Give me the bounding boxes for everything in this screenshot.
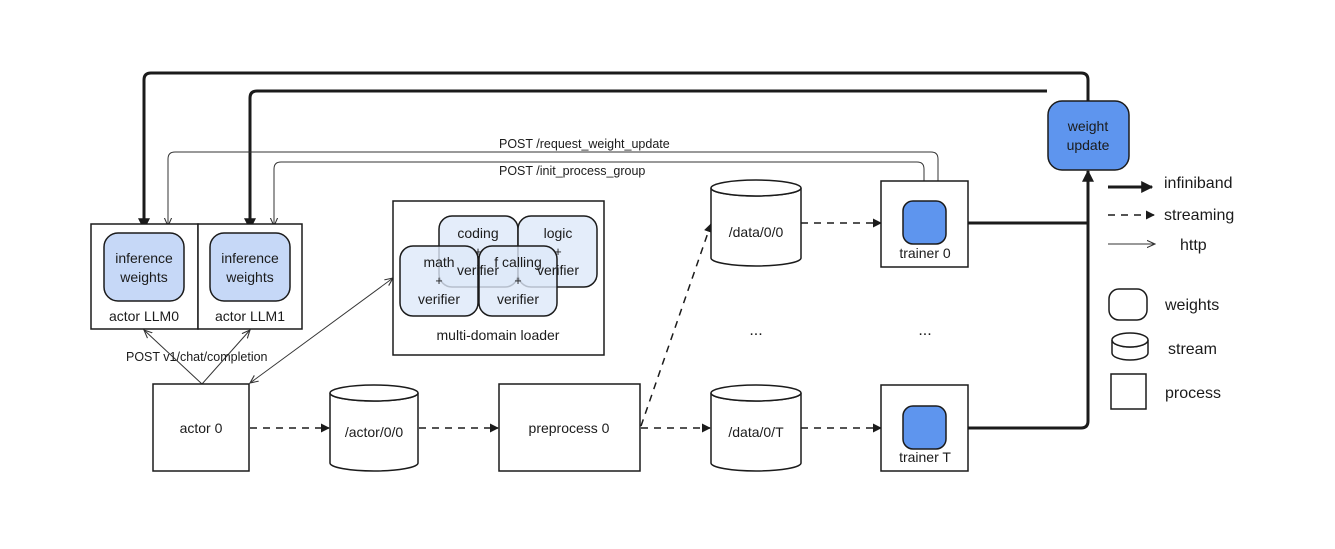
weight-update-node: weight update — [1047, 100, 1130, 171]
data-stream-0-node: /data/0/0 — [710, 179, 802, 267]
legend-infiniband-label: infiniband — [1164, 175, 1233, 192]
legend: infiniband streaming http weights stream… — [1108, 175, 1234, 410]
legend-http-label: http — [1180, 237, 1207, 254]
verifier-coding-line1: coding — [457, 225, 498, 241]
trainer-t-label: trainer T — [899, 449, 951, 465]
legend-process-shape — [1110, 373, 1147, 410]
infiniband-edge-trainer-t — [946, 169, 1094, 430]
http-edge-actor-loader — [250, 278, 393, 383]
actor-llm0-weights-line1: inference — [115, 250, 173, 266]
legend-weights-label: weights — [1164, 297, 1219, 314]
trainer-t-weights — [902, 405, 947, 450]
data-stream-0-label: /data/0/0 — [729, 224, 784, 240]
trainer0-weights — [902, 200, 947, 245]
ellipsis-trainers: ... — [918, 322, 931, 339]
actor0-label: actor 0 — [180, 420, 223, 436]
verifier-f-calling-line3: verifier — [497, 291, 539, 307]
edge-label-chat-completion: POST v1/chat/completion — [126, 350, 268, 364]
actor-llm1-weights-line2: weights — [225, 269, 273, 285]
multi-domain-loader-label: multi-domain loader — [437, 327, 560, 343]
preprocess0-label: preprocess 0 — [529, 420, 610, 436]
verifier-math-line2: + — [435, 274, 442, 288]
actor0-node: actor 0 — [152, 383, 250, 472]
infiniband-edge-to-llm1 — [244, 89, 1047, 231]
actor-llm1-weights-line1: inference — [221, 250, 279, 266]
data-stream-t-label: /data/0/T — [728, 424, 784, 440]
actor-llm1-weights — [209, 232, 291, 302]
actor-stream-node: /actor/0/0 — [329, 384, 419, 472]
legend-weights-shape — [1108, 288, 1148, 321]
stream-edge-preprocess-to-data0 — [640, 223, 713, 427]
actor-stream-label: /actor/0/0 — [345, 424, 404, 440]
edge-label-init-process-group: POST /init_process_group — [499, 164, 645, 178]
edge-label-request-weight-update: POST /request_weight_update — [499, 137, 670, 151]
weight-update-line1: weight — [1067, 118, 1109, 134]
http-edge-to-llm0 — [144, 330, 203, 385]
data-stream-t-node: /data/0/T — [710, 384, 802, 472]
trainer0-node: trainer 0 — [880, 180, 969, 268]
preprocess0-node: preprocess 0 — [498, 383, 641, 472]
weight-update-line2: update — [1067, 137, 1110, 153]
ellipsis-streams: ... — [749, 322, 762, 339]
legend-process-label: process — [1165, 385, 1221, 402]
verifier-math — [399, 245, 479, 317]
legend-streaming-label: streaming — [1164, 207, 1234, 224]
actor-llm0-node: inference weights actor LLM0 — [90, 223, 199, 330]
infiniband-edge-to-llm0 — [138, 71, 1090, 231]
actor-llm0-weights — [103, 232, 185, 302]
http-edge-request-weight-update — [168, 151, 939, 226]
trainer-t-node: trainer T — [880, 384, 969, 472]
verifier-logic-line3: verifier — [537, 262, 579, 278]
verifier-math-line1: math — [423, 254, 454, 270]
verifier-coding-line3: verifier — [457, 262, 499, 278]
verifier-logic-line1: logic — [544, 225, 573, 241]
verifier-coding-line2: + — [474, 245, 481, 259]
http-edge-init-process-group — [274, 161, 925, 226]
trainer0-label: trainer 0 — [899, 245, 951, 261]
verifier-f-calling-line2: + — [514, 274, 521, 288]
actor-llm0-weights-line2: weights — [119, 269, 167, 285]
actor-llm1-label: actor LLM1 — [215, 308, 285, 324]
actor-llm1-node: inference weights actor LLM1 — [197, 223, 303, 330]
multi-domain-loader: coding + verifier logic + verifier math … — [392, 200, 605, 356]
actor-llm0-label: actor LLM0 — [109, 308, 179, 324]
verifier-f-calling — [478, 245, 558, 317]
legend-stream-label: stream — [1168, 341, 1217, 358]
http-edge-to-llm1 — [201, 330, 250, 385]
verifier-math-line3: verifier — [418, 291, 460, 307]
verifier-f-calling-line1: f calling — [494, 254, 541, 270]
verifier-logic-line2: + — [554, 245, 561, 259]
